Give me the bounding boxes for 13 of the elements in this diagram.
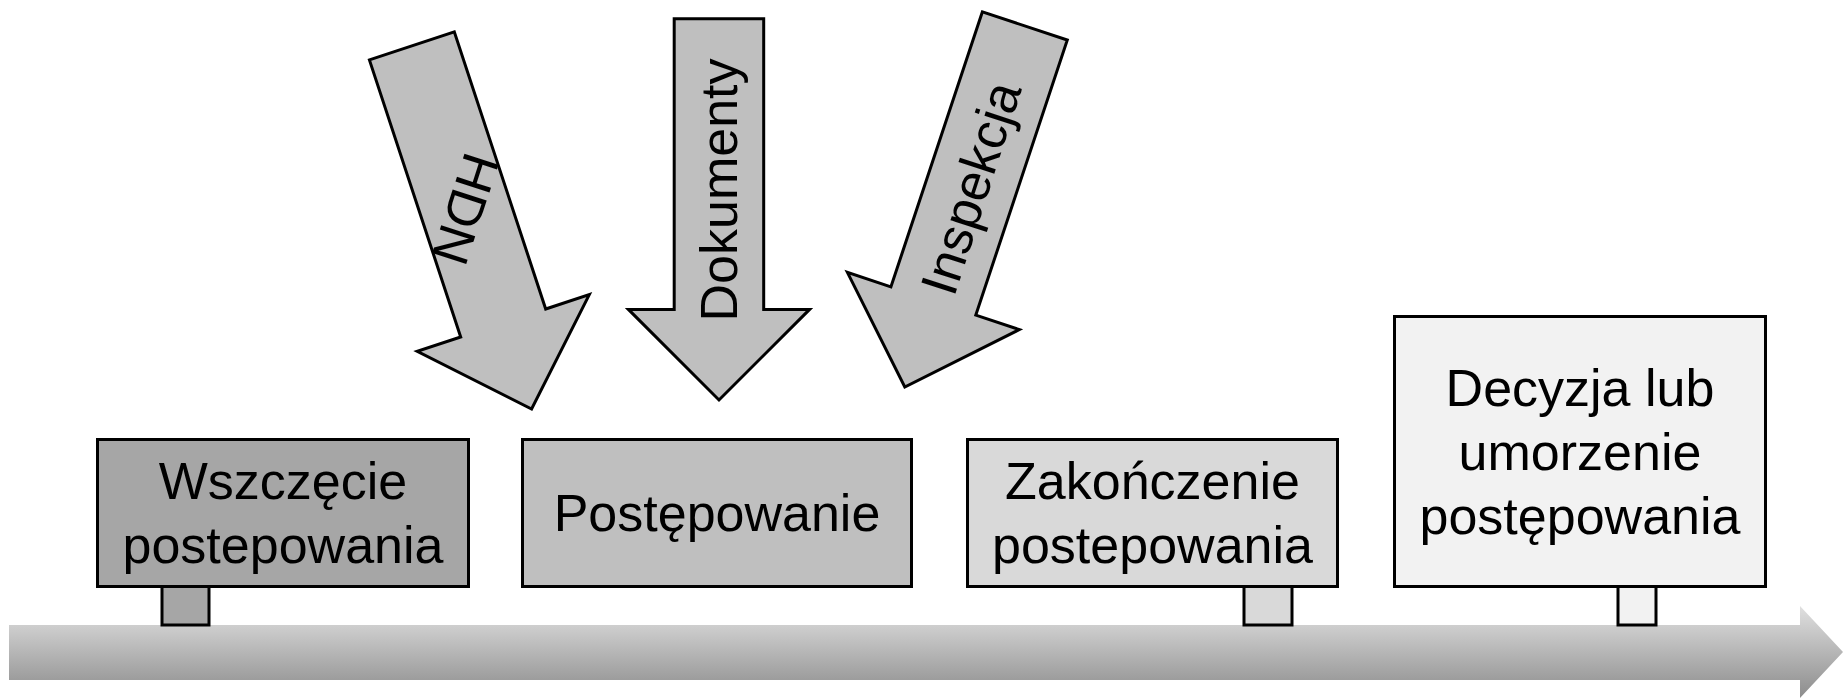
edge-label: HDN: [420, 146, 511, 272]
stage-box: [96, 438, 470, 588]
block-arrow: [624, 17, 814, 403]
stage-label: Decyzja lub umorzenie postępowania: [1419, 357, 1741, 547]
stage-label: Postępowanie: [553, 483, 881, 544]
stage-box: [521, 438, 913, 588]
edge-label: Dokumenty: [689, 58, 748, 322]
stage-label: Zakończenie postepowania: [991, 451, 1314, 576]
block-arrow: [844, 9, 1070, 389]
stage-label: Wszczęcie postepowania: [121, 451, 445, 576]
stage-box: [966, 438, 1339, 588]
stage-box: [1393, 315, 1767, 588]
block-arrow: [367, 30, 593, 411]
